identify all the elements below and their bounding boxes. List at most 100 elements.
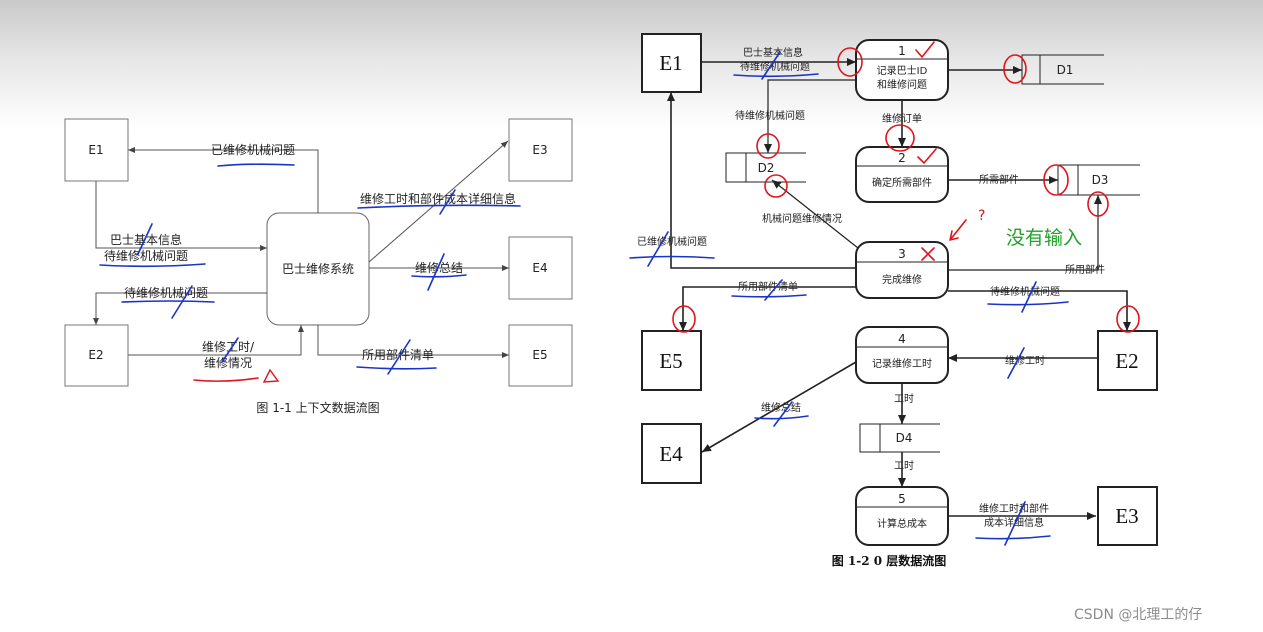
process-2-id: 2 [898, 151, 906, 165]
annot-circle-8 [672, 305, 696, 333]
annot-circle-2 [1003, 54, 1027, 84]
annot-circle-9 [1116, 305, 1140, 333]
flow-label-p5-e3-1: 维修工时和部件 [979, 502, 1049, 515]
annot-blue-8 [1021, 281, 1037, 313]
annot-blue-13 [1004, 501, 1026, 546]
flow-label-d4-p5: 工时 [894, 460, 914, 472]
flow-label-e1-p1-2: 待维修机械问题 [740, 60, 810, 73]
left-annot-slash-1 [137, 223, 153, 255]
process-4-label: 记录维修工时 [872, 357, 932, 370]
right-annotations [629, 41, 1140, 546]
csdn-watermark: CSDN @北理工的仔 [1074, 607, 1202, 623]
annot-x-3 [921, 247, 935, 261]
flow-label-p1-p2: 维修订单 [882, 112, 922, 125]
annot-blue-3 [629, 255, 715, 259]
flow-p3-e1 [667, 92, 856, 269]
left-label-sys-to-e3: 维修工时和部件成本详细信息 [360, 191, 516, 206]
flow-label-p3-e1: 已维修机械问题 [637, 235, 707, 248]
left-entity-e1: E1 [88, 143, 103, 157]
annot-blue-2 [761, 51, 781, 80]
flow-label-d3-p3: 所用部件 [1065, 263, 1105, 276]
left-entity-e5: E5 [532, 348, 547, 362]
annot-blue-7 [987, 301, 1069, 306]
annot-circle-1 [837, 47, 863, 77]
process-2-label: 确定所需部件 [872, 176, 932, 189]
annot-blue-5 [731, 294, 807, 298]
right-entity-e5: E5 [659, 349, 682, 373]
store-d3-label: D3 [1092, 173, 1109, 187]
left-entity-e5-box [508, 324, 573, 387]
annot-blue-1 [733, 73, 819, 78]
flow-label-e2-p4: 维修工时 [1005, 354, 1045, 367]
annot-blue-11 [773, 401, 793, 427]
right-entity-e3-box [1097, 486, 1158, 546]
left-entity-e3: E3 [532, 143, 547, 157]
right-entity-e3: E3 [1115, 504, 1138, 528]
left-annot-slash-2 [171, 285, 193, 319]
process-1-id: 1 [898, 44, 906, 58]
left-flow-sys-to-e2-line [93, 292, 267, 325]
annot-no-input: 没有输入 [1006, 227, 1082, 249]
left-annot-red-underline [193, 377, 259, 382]
left-entity-e2: E2 [88, 348, 103, 362]
left-label-sys-to-e5: 所用部件清单 [362, 347, 434, 362]
left-entity-e4: E4 [532, 261, 547, 275]
left-label-e1-to-sys-2: 待维修机械问题 [104, 248, 188, 263]
store-d4-label: D4 [896, 431, 913, 445]
left-label-sys-to-e4: 维修总结 [415, 260, 463, 275]
flow-label-e1-p1-1: 巴士基本信息 [743, 46, 803, 59]
left-flow-sys-to-e5-line [317, 325, 509, 358]
left-annot-underline-6 [356, 366, 437, 370]
left-entity-e1-box [64, 118, 129, 182]
right-notes: ? 没有输入 [978, 208, 1082, 249]
annot-blue-6 [764, 279, 783, 301]
annot-check-1 [915, 41, 935, 59]
process-1-label-2: 和维修问题 [877, 78, 927, 91]
annot-blue-9 [1007, 347, 1025, 379]
right-caption: 图 1-2 0 层数据流图 [832, 553, 947, 568]
left-flow-sys-to-e1-line [128, 147, 319, 213]
left-entity-e3-box [508, 118, 573, 182]
flow-label-p2-d3: 所需部件 [979, 173, 1019, 186]
context-diagram [64, 118, 573, 387]
flow-d3-p3 [948, 195, 1102, 271]
flow-label-p4-e4: 维修总结 [761, 401, 801, 414]
left-flow-e1-to-sys-line [95, 181, 267, 251]
right-entity-e5-box [641, 330, 702, 391]
left-label-e1-to-sys-1: 巴士基本信息 [110, 232, 182, 247]
flow-p3-e5 [679, 286, 856, 331]
flow-label-p1-d2: 待维修机械问题 [735, 109, 805, 122]
left-system-label: 巴士维修系统 [282, 261, 354, 276]
process-3-id: 3 [898, 247, 906, 261]
right-entity-e2: E2 [1115, 349, 1138, 373]
annot-check-2 [917, 148, 937, 165]
flow-label-p5-e3-2: 成本详细信息 [984, 516, 1044, 529]
flow-label-p4-d4: 工时 [894, 393, 914, 405]
left-label-e2-to-sys-2: 维修情况 [204, 355, 252, 370]
left-annot-underline-1 [217, 163, 295, 167]
left-annot-red-triangle [262, 368, 280, 383]
left-annot-slash-4 [427, 253, 445, 291]
process-1-label-1: 记录巴士ID [877, 64, 928, 77]
left-annot-slash-3 [439, 189, 456, 215]
process-5-label: 计算总成本 [877, 517, 927, 530]
left-annot-underline-3 [121, 300, 215, 303]
store-d1-label: D1 [1057, 63, 1074, 77]
left-annot-underline-4 [357, 204, 521, 209]
annot-question-mark: ? [978, 208, 985, 224]
flow-p3-e2 [948, 290, 1131, 331]
flow-label-p3-d2: 机械问题维修情况 [762, 212, 842, 225]
left-flow-sys-to-e3-line [368, 140, 509, 263]
left-entity-e4-box [508, 236, 573, 300]
right-entity-e1: E1 [659, 51, 682, 75]
annot-blue-4 [647, 231, 669, 267]
process-3-label: 完成维修 [882, 273, 922, 286]
left-label-e2-to-sys-1: 维修工时/ [202, 339, 255, 354]
left-caption: 图 1-1 上下文数据流图 [256, 400, 379, 415]
right-entity-e2-box [1097, 330, 1158, 391]
left-annot-underline-5 [411, 274, 467, 278]
right-entity-e1-box [641, 33, 702, 93]
annot-red-arrow [949, 219, 967, 241]
right-entity-e4-box [641, 423, 702, 484]
